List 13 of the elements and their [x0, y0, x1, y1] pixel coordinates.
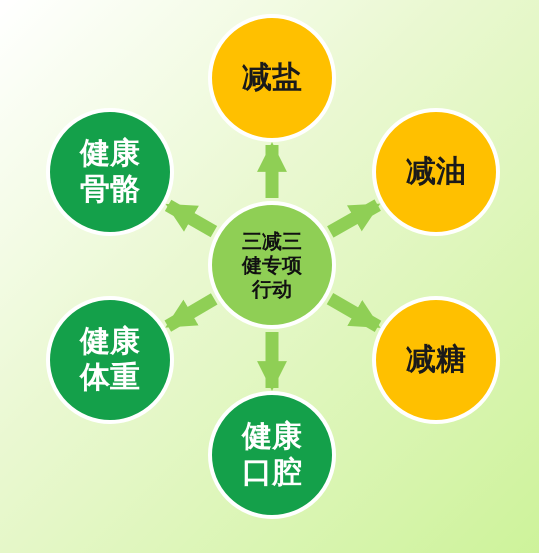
block-arrow	[327, 199, 381, 238]
block-arrow	[164, 293, 218, 332]
circle-label: 减糖	[405, 342, 467, 378]
block-arrow	[257, 142, 287, 198]
circle-label: 三减三健专项行动	[240, 229, 303, 301]
circle-label: 健康口腔	[240, 419, 303, 491]
block-arrow	[164, 200, 218, 238]
circle-label: 健康体重	[78, 324, 141, 396]
block-arrow	[257, 332, 287, 391]
block-arrow	[326, 292, 382, 332]
circle-label: 健康骨骼	[78, 136, 141, 208]
circle-label: 减盐	[241, 60, 303, 96]
circle-label: 减油	[405, 154, 467, 190]
